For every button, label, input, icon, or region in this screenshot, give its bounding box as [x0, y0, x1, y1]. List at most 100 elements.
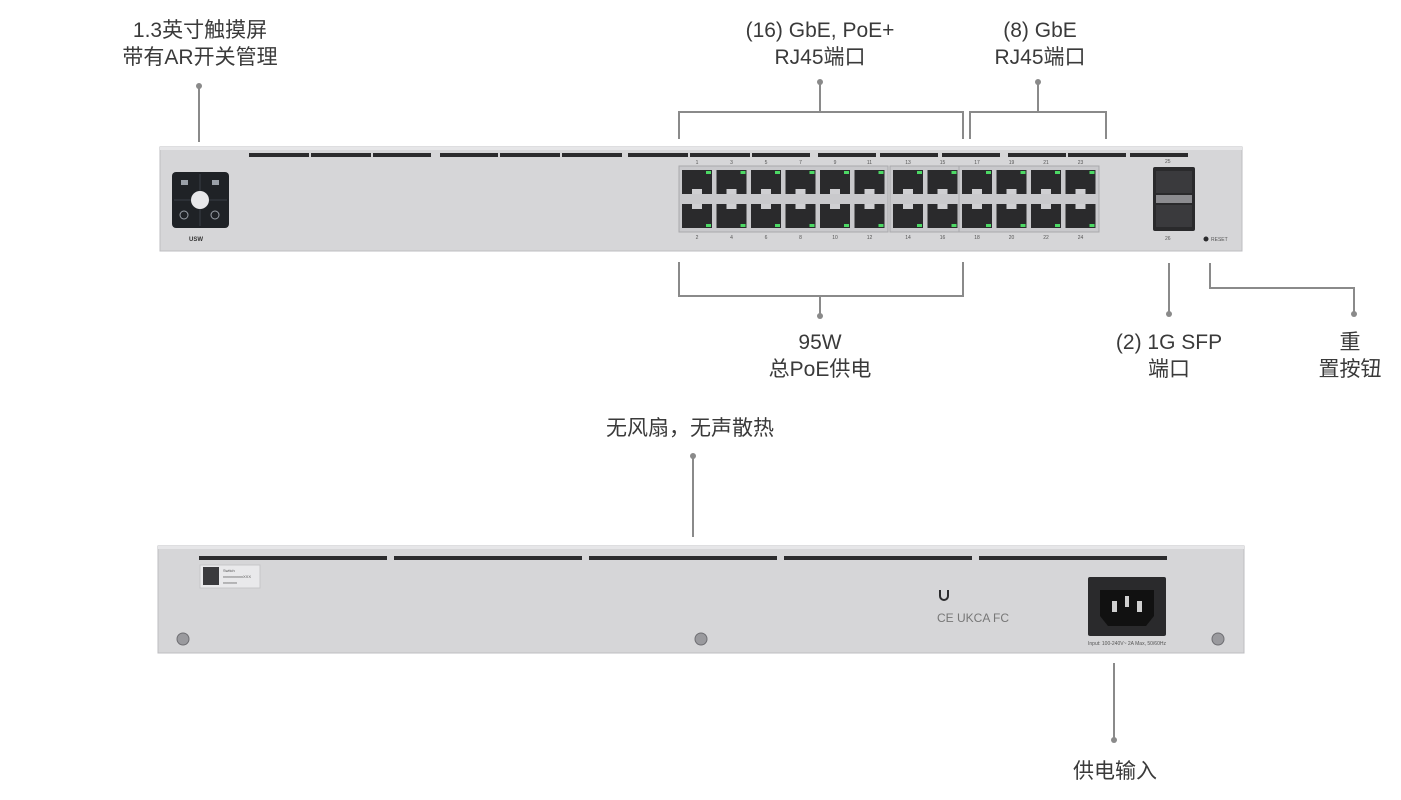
sfp-port-25	[1156, 171, 1192, 193]
reset-callout-line1: 重	[1339, 331, 1361, 354]
touchscreen-callout-line2: 带有AR开关管理	[122, 46, 278, 69]
port-label-bottom: 16	[940, 235, 946, 241]
rj45-port-latch	[726, 189, 737, 194]
port-label-top: 1	[696, 160, 699, 166]
port-label-top: 3	[730, 160, 733, 166]
sfp-port-26	[1156, 205, 1192, 227]
sfp-label-25: 25	[1165, 159, 1171, 165]
port-led	[878, 224, 884, 227]
port-label-bottom: 6	[765, 235, 768, 241]
port-label-bottom: 8	[799, 235, 802, 241]
port-label-bottom: 12	[867, 235, 873, 241]
rj45-port-latch	[972, 204, 982, 209]
rj45-port-latch	[937, 189, 948, 194]
sfp-label-26: 26	[1165, 236, 1171, 242]
port-led	[1055, 171, 1060, 174]
port-label-bottom: 22	[1043, 235, 1049, 241]
poe-budget-callout-line1: 95W	[798, 331, 842, 354]
rj45-port-latch	[692, 204, 702, 209]
port-label-top: 15	[940, 160, 946, 166]
ubiquiti-logo	[939, 590, 949, 601]
qr-code	[203, 567, 219, 585]
fanless-callout: 无风扇，无声散热	[560, 415, 820, 442]
port-led	[844, 171, 849, 174]
touch-center-button	[191, 191, 209, 209]
sfp-callout-line2: 端口	[1148, 358, 1190, 381]
port-label-bottom: 10	[832, 235, 838, 241]
rj45-port-latch	[692, 189, 702, 194]
reset-pinhole	[1203, 236, 1209, 242]
fanless-callout-line1: 无风扇，无声散热	[606, 417, 774, 440]
port-label-top: 11	[867, 160, 872, 166]
screw-center	[694, 632, 708, 646]
port-led	[951, 224, 957, 227]
port-led	[917, 171, 922, 174]
poe-ports-bracket	[678, 111, 964, 139]
rj45-port-latch	[761, 189, 771, 194]
poe-ports-callout-line2: RJ45端口	[774, 46, 866, 69]
port-led	[1020, 171, 1026, 174]
rj45-port-latch	[903, 204, 913, 209]
port-led	[706, 224, 711, 227]
poe-budget-callout-line2: 总PoE供电	[768, 358, 872, 381]
port-label-bottom: 20	[1009, 235, 1015, 241]
rj45-port-latch	[1041, 189, 1051, 194]
port-led	[740, 224, 746, 227]
rear-vents	[199, 556, 1167, 560]
port-led	[951, 171, 957, 174]
gbe-ports-bracket	[969, 111, 1107, 139]
brand-mark: USW	[189, 237, 203, 243]
gbe-ports-callout: (8) GbE RJ45端口	[960, 17, 1120, 71]
port-led	[878, 171, 884, 174]
power-callout-line1: 供电输入	[1073, 760, 1157, 783]
rj45-port-latch	[830, 204, 840, 209]
port-led	[775, 171, 780, 174]
poe-ports-callout-line1: (16) GbE, PoE+	[745, 19, 895, 42]
rear-label-line-3: xxxxxxx	[223, 580, 237, 585]
port-led	[809, 224, 815, 227]
port-label-top: 13	[905, 160, 911, 166]
rj45-port-latch	[1041, 204, 1051, 209]
sfp-callout: (2) 1G SFP 端口	[1095, 329, 1243, 383]
rj45-port-latch	[1006, 189, 1017, 194]
port-label-bottom: 18	[974, 235, 980, 241]
rear-label-line-2: xxxxxxxxxxXXX	[223, 574, 251, 579]
port-label-top: 17	[974, 160, 980, 166]
rj45-port-latch	[795, 204, 806, 209]
port-label-bottom: 14	[905, 235, 911, 241]
power-input-text: Input: 100-240V~ 2A Max, 50/60Hz	[1088, 641, 1166, 647]
port-led	[740, 171, 746, 174]
port-led	[917, 224, 922, 227]
rj45-port-latch	[795, 189, 806, 194]
touchscreen-callout: 1.3英寸触摸屏 带有AR开关管理	[100, 17, 300, 71]
port-led	[844, 224, 849, 227]
port-label-top: 19	[1009, 160, 1015, 166]
poe-budget-callout: 95W 总PoE供电	[740, 329, 900, 383]
reset-text: RESET	[1211, 237, 1228, 243]
compliance-marks: CE UKCA FC	[937, 611, 1009, 625]
port-led	[706, 171, 711, 174]
reset-leader	[1209, 263, 1355, 314]
port-block-bezel	[678, 165, 889, 233]
reset-callout-line2: 置按钮	[1318, 358, 1382, 381]
screw-right	[1211, 632, 1225, 646]
port-led	[986, 171, 991, 174]
port-label-top: 5	[765, 160, 768, 166]
port-led	[1020, 224, 1026, 227]
rj45-port-latch	[1006, 204, 1017, 209]
touchscreen-callout-line1: 1.3英寸触摸屏	[132, 19, 268, 42]
front-vents	[249, 153, 1188, 157]
rj45-port-latch	[864, 204, 875, 209]
rj45-port-latch	[972, 189, 982, 194]
rj45-port-latch	[937, 204, 948, 209]
port-label-bottom: 2	[696, 235, 699, 241]
rj45-port-latch	[1075, 189, 1086, 194]
port-label-bottom: 4	[730, 235, 733, 241]
rj45-port-latch	[830, 189, 840, 194]
sfp-callout-line1: (2) 1G SFP	[1115, 331, 1223, 354]
rear-label-line-1: Switch	[223, 568, 235, 573]
reset-callout: 重 置按钮	[1300, 329, 1400, 383]
